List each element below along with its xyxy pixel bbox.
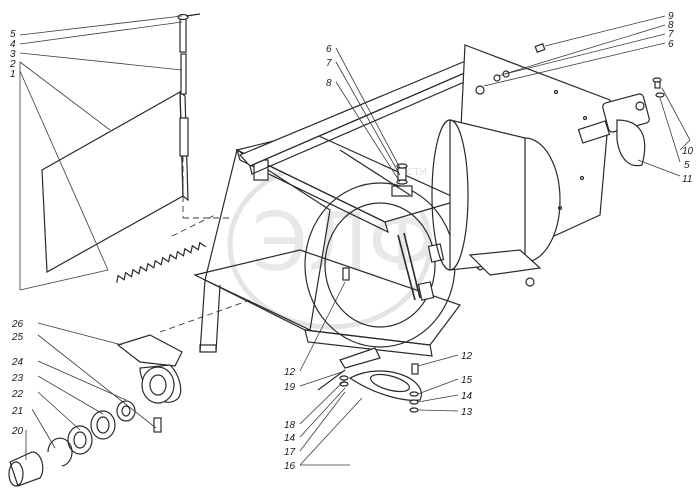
rod-assembly: [177, 13, 230, 219]
spring: [116, 214, 216, 283]
callout-19: 19: [284, 382, 296, 393]
callout-12-right: 12: [461, 351, 473, 362]
callout-22: 22: [11, 389, 24, 400]
callout-labels: 5 4 3 2 1 9 8 7 6 6 7 8 10 5 11 26 25 24…: [9, 11, 694, 472]
callout-16: 16: [284, 461, 296, 472]
center-fasteners: [396, 163, 408, 185]
callout-7-center: 7: [326, 58, 332, 69]
callout-6-center: 6: [326, 44, 332, 55]
callout-13: 13: [461, 407, 473, 418]
callout-8-right: 8: [668, 20, 674, 31]
coupling-unit: [577, 77, 665, 167]
fan-housing: [193, 131, 462, 357]
callout-7-right: 7: [668, 29, 674, 40]
callout-23: 23: [11, 373, 24, 384]
callout-9: 9: [668, 11, 674, 22]
callout-11: 11: [682, 174, 692, 185]
callout-2: 2: [9, 59, 16, 70]
callout-10: 10: [682, 146, 694, 157]
callout-24: 24: [11, 357, 24, 368]
callout-18: 18: [284, 420, 296, 431]
callout-8-center: 8: [326, 78, 332, 89]
bearing-assembly: [8, 299, 251, 487]
callout-4: 4: [10, 39, 16, 50]
callout-5-right: 5: [684, 160, 690, 171]
leader-lines: [19, 15, 691, 466]
callout-20: 20: [11, 426, 24, 437]
screen-panel: [41, 90, 189, 273]
callout-6-right: 6: [668, 39, 674, 50]
callout-14-right: 14: [461, 391, 473, 402]
callout-17: 17: [284, 447, 296, 458]
motor-assembly: [431, 43, 611, 287]
callout-21: 21: [11, 406, 23, 417]
flap-assembly: [317, 267, 423, 413]
callout-3: 3: [10, 49, 16, 60]
callout-25: 25: [11, 332, 24, 343]
callout-26: 26: [11, 319, 24, 330]
callout-5-top-left: 5: [10, 29, 16, 40]
callout-12-left: 12: [284, 367, 296, 378]
callout-1: 1: [10, 69, 16, 80]
callout-15: 15: [461, 375, 473, 386]
callout-14-left: 14: [284, 433, 296, 444]
